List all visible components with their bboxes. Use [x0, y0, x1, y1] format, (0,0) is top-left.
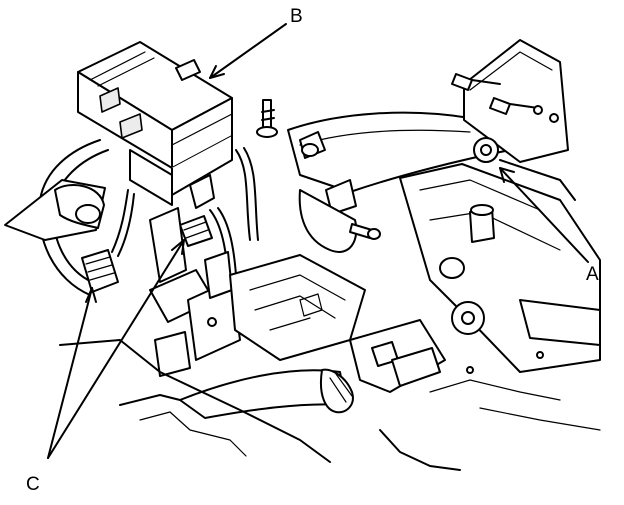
leader-c-centre — [47, 239, 185, 459]
callout-a: A — [586, 264, 599, 285]
housing-bolts — [451, 73, 559, 123]
leader-b-arrow — [209, 65, 225, 79]
air-cleaner-housing — [463, 39, 576, 201]
fuse-relay-box — [77, 41, 233, 209]
callout-c: C — [26, 474, 40, 495]
callout-b: B — [290, 6, 303, 27]
leader-a — [499, 167, 589, 263]
left-harness-bracket — [4, 139, 109, 296]
leader-c-left — [47, 287, 93, 459]
connector-c-left — [81, 189, 135, 293]
lower-tray — [229, 254, 366, 361]
right-body-structure — [399, 163, 601, 374]
duct-bolt — [349, 223, 381, 240]
leader-lines — [47, 23, 589, 459]
lower-duct — [179, 319, 446, 419]
leader-b — [209, 23, 287, 79]
leader-c-left-arrow — [85, 287, 97, 303]
lower-frame-outline — [59, 339, 601, 471]
connector-c-centre — [179, 215, 213, 247]
leader-a-arrow — [499, 167, 515, 183]
battery-tray-bracket — [149, 207, 241, 377]
mount-bolt — [256, 99, 278, 138]
air-intake-duct — [287, 111, 511, 253]
leader-c-centre-arrow — [171, 239, 185, 255]
